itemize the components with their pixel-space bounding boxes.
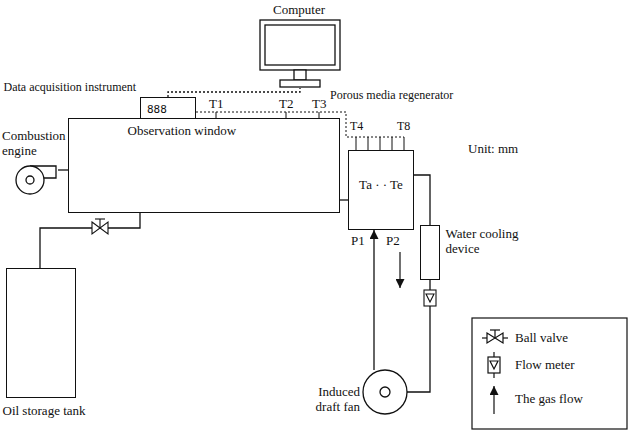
engine-node: Combustion engine [12,162,58,196]
part-label: 888 [147,103,167,117]
regenerator-box: Ta · · Te [348,150,414,230]
blower-housing [16,166,44,194]
valve-handle [95,218,105,219]
thermocouple [368,137,369,150]
legend-flow-meter [488,357,500,373]
combustion-engine-symbol [16,166,56,194]
tank-box: Oil storage tank [6,268,76,398]
sensor-label: T4 [350,119,363,133]
node-heading: Data acquisition instrument [4,80,137,95]
pipe-line [373,230,374,370]
thermocouple [392,137,393,150]
fan-housing [363,370,407,414]
legend-text: The gas flow [515,392,583,406]
computer-monitor [260,20,340,87]
legend-gas-arrow [493,386,494,414]
node-heading: Oil storage tank [3,403,86,418]
flow-meter-symbol [424,290,436,306]
induced-draft-fan-symbol [363,370,407,414]
thermocouple [380,137,381,150]
monitor-screen [265,25,335,65]
sensor-label: T8 [397,119,410,133]
thermocouple [404,137,405,150]
legend-text: Ball valve [515,331,568,345]
legend-valve [487,333,503,343]
pipe-line [40,213,140,268]
sensor-label: T1 [209,97,223,111]
legend-box [472,318,627,429]
part-label: Porous media regenerator [330,88,453,102]
monitor-neck [294,70,306,80]
monitor-frame [260,20,340,70]
node-heading: Induced draft fan [302,384,360,414]
blower-hub [26,176,34,184]
sensor-label: T2 [279,97,293,111]
sensor-label: P1 [351,234,365,248]
valve-body [92,222,108,234]
cooling-box: Water cooling device [420,225,440,280]
legend-frame [472,318,627,429]
valve-stem [494,330,495,338]
valve-handle [490,329,500,330]
node-heading: Computer [273,2,325,17]
legend-text: Flow meter [515,358,575,372]
signal-cable [168,88,300,97]
pipe-line [58,169,68,170]
fan-node: Induced draft fan [363,370,407,414]
pipe-line [414,175,430,225]
gas-flow-arrow [399,252,400,288]
node-heading: Observation window [128,123,237,138]
monitor-base [280,80,320,87]
ball-valve-symbol [92,219,108,234]
chamber-box: Observation window [68,118,340,213]
pipe-line [340,199,348,200]
part-label: Unit: mm [468,142,518,156]
meter-body [424,290,436,306]
meter-mark [426,294,434,302]
sensor-label: T3 [312,97,326,111]
thermocouple [356,137,357,150]
node-heading: Water cooling device [446,226,538,256]
valve-stem [99,219,100,228]
node-text: Ta · · Te [349,177,413,192]
sensor-label: P2 [386,234,400,248]
computer-node: Computer [258,18,342,88]
fan-hub [380,387,390,397]
node-heading: Combustion engine [2,128,74,158]
meter-mark [490,361,498,369]
